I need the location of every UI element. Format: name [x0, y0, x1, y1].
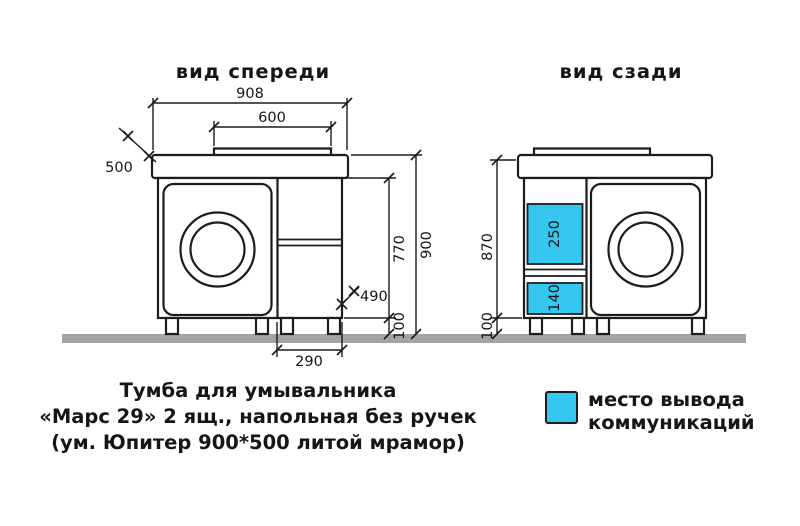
leg: [528, 316, 544, 336]
caption-line-1: Тумба для умывальника: [120, 379, 397, 402]
dimension-500: 500: [105, 127, 157, 176]
dim-label-140: 140: [547, 284, 563, 312]
floor-line: [62, 334, 746, 343]
communication-cutout-lower: [526, 282, 584, 315]
basin-rim: [532, 147, 652, 157]
legend-swatch: [545, 391, 578, 424]
leg: [254, 316, 270, 336]
dim-label-500: 500: [105, 160, 133, 176]
dimension-770-100-900: 770 100 900: [344, 149, 435, 340]
washer-drum-icon: [617, 221, 674, 278]
back-view-title: вид сзади: [559, 60, 682, 83]
leg: [595, 316, 611, 336]
dimension-600: 600: [208, 110, 337, 146]
dimension-870-100: 870 100: [480, 154, 522, 340]
leg: [570, 316, 586, 336]
caption-line-2: «Марс 29» 2 ящ., напольная без ручек: [39, 405, 477, 428]
leg: [690, 316, 706, 336]
legend-label-line-1: место вывода: [588, 388, 745, 411]
front-view: вид спереди 908: [105, 60, 435, 370]
caption-line-3: (ум. Юпитер 900*500 литой мрамор): [51, 431, 465, 454]
dim-label-770: 770: [392, 235, 408, 263]
washer-drum-icon: [189, 221, 246, 278]
communication-cutout-upper: [526, 203, 584, 265]
dim-label-490: 490: [360, 289, 388, 305]
back-cabinet-drawing: 250 140: [516, 147, 714, 336]
countertop: [150, 153, 350, 180]
leg: [164, 316, 180, 336]
dim-label-908: 908: [236, 86, 264, 102]
dimension-908: 908: [147, 86, 353, 150]
dimension-490: 490: [335, 285, 388, 311]
washer-door-icon: [179, 211, 256, 288]
dim-label-900: 900: [419, 231, 435, 259]
legend-label-line-2: коммуникаций: [588, 411, 755, 434]
caption: Тумба для умывальника «Марс 29» 2 ящ., н…: [39, 379, 477, 454]
basin-rim: [212, 147, 333, 157]
leg: [326, 316, 342, 336]
dim-label-290: 290: [295, 354, 323, 370]
dim-label-100-front: 100: [392, 312, 408, 340]
countertop: [516, 153, 714, 180]
dimension-290: 290: [271, 322, 348, 370]
leg: [279, 316, 295, 336]
front-cabinet-drawing: [150, 147, 350, 336]
dim-label-870: 870: [480, 233, 496, 261]
dim-label-600: 600: [258, 110, 286, 126]
back-view: вид сзади 250 140: [480, 60, 714, 340]
dim-label-100-back: 100: [480, 312, 496, 340]
front-view-title: вид спереди: [176, 60, 330, 83]
legend: место вывода коммуникаций: [545, 388, 755, 434]
dim-label-250: 250: [547, 220, 563, 248]
